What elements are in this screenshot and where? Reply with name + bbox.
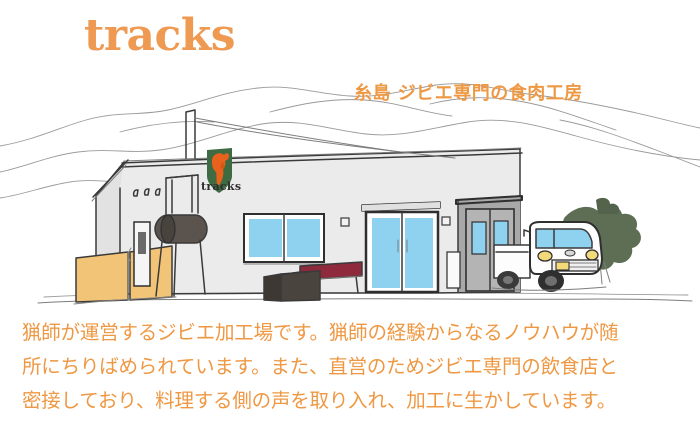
floor-sign [446,251,461,289]
window-pair-left [243,213,325,265]
description-line-1: 猟師が運営するジビエ加工場です。猟師の経験からなるノウハウが随 [22,321,619,344]
tagline: 糸島 ジビエ専門の食肉工房 [354,83,583,104]
entrance-doors [361,201,441,294]
wall-vents [132,188,161,197]
headlight-right [585,249,599,261]
description-paragraph: 猟師が運営するジビエ加工場です。猟師の経験からなるノウハウが随 所にちりばめられ… [22,316,682,418]
building-sign-label: tracks [201,180,242,193]
description-line-3: 密接しており、料理する側の声を取り入れ、加工に生かしています。 [22,389,617,412]
brand-wordmark: tracks [84,10,236,61]
workshop-illustration: .pen { fill:none; stroke:#3a3a3a; stroke… [0,83,700,305]
headlight-left [537,250,553,262]
utility-panel [441,216,451,226]
description-line-2: 所にちりばめられています。また、直営のためジビエ専門の飲食店と [22,355,618,378]
kei-truck [491,221,607,292]
smoker-tank [154,174,208,297]
roof-antenna-pole [185,109,456,159]
logo-sign [207,148,232,193]
rolling-hills-background [0,83,700,199]
side-entry-door [128,221,151,287]
illustration-canvas: .pen { fill:none; stroke:#3a3a3a; stroke… [0,83,700,305]
license-plate [555,261,570,271]
dark-crate [263,270,321,302]
wall-switch-box [340,217,350,227]
garage-double-door [465,208,515,292]
workshop-building [91,109,523,297]
